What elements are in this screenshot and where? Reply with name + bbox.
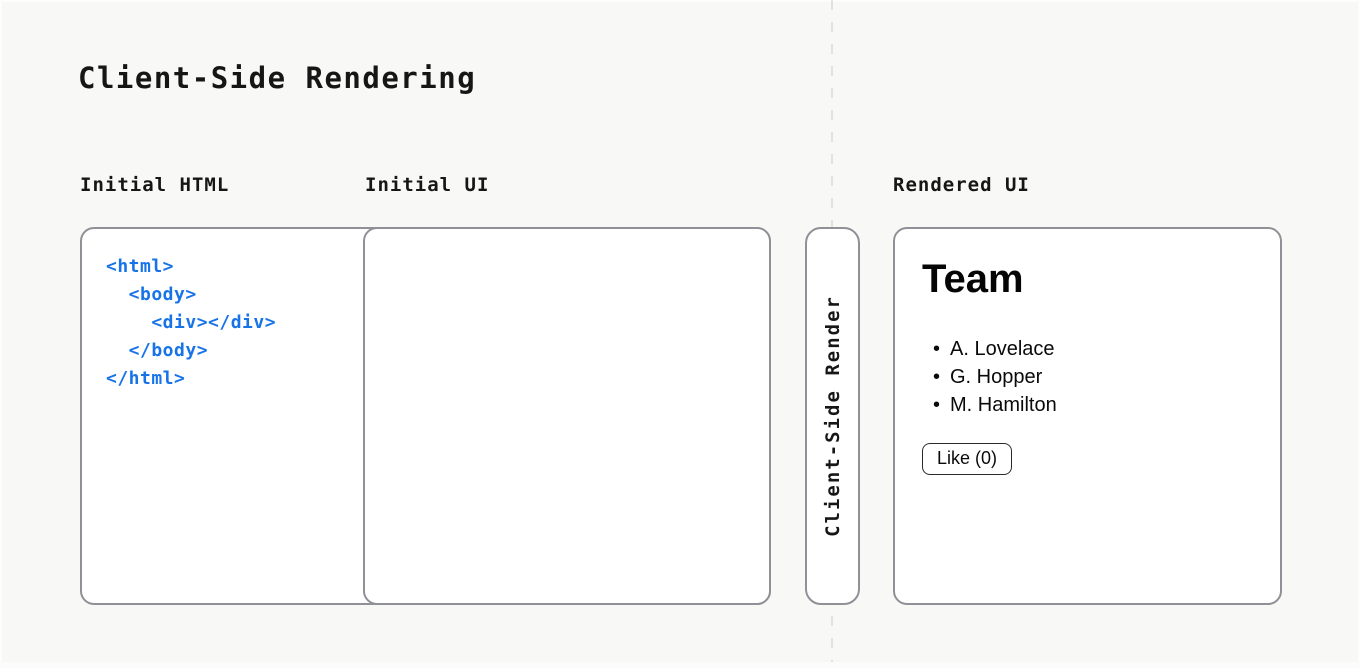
bullet-icon: • (933, 366, 941, 388)
code-line: <div></div> (106, 312, 277, 333)
team-member-list: • A. Lovelace • G. Hopper • M. Hamilton (922, 335, 1280, 419)
client-side-render-label: Client-Side Render (821, 295, 844, 537)
code-line: <body> (106, 284, 197, 305)
team-member-name: M. Hamilton (950, 394, 1057, 416)
initial-html-label: Initial HTML (80, 174, 230, 196)
code-line: <html> (106, 256, 175, 277)
page-bottom-edge (0, 662, 1360, 668)
rendered-ui-label: Rendered UI (893, 174, 1030, 196)
bullet-icon: • (933, 394, 941, 416)
html-code-block: <html> <body> <div></div> </body> </html… (82, 229, 769, 393)
initial-ui-label: Initial UI (365, 174, 490, 196)
team-member-item: • G. Hopper (922, 363, 1280, 391)
code-line: </body> (106, 340, 209, 361)
initial-ui-panel (363, 227, 771, 605)
team-member-name: A. Lovelace (950, 338, 1055, 360)
rendered-ui-panel: Team • A. Lovelace • G. Hopper • M. Hami… (893, 227, 1282, 605)
team-member-item: • M. Hamilton (922, 391, 1280, 419)
team-member-item: • A. Lovelace (922, 335, 1280, 363)
like-button[interactable]: Like (0) (922, 443, 1013, 475)
team-heading: Team (922, 257, 1024, 301)
bullet-icon: • (933, 338, 941, 360)
team-member-name: G. Hopper (950, 366, 1043, 388)
client-side-render-step: Client-Side Render (805, 227, 860, 605)
code-line: </html> (106, 368, 186, 389)
page-title: Client-Side Rendering (78, 61, 477, 95)
